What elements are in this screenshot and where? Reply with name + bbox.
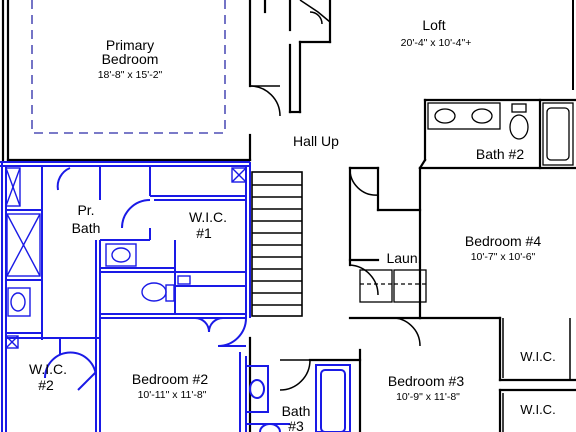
primary-bedroom-name-2: Bedroom [102, 51, 159, 67]
hall-up-name: Hall Up [293, 133, 339, 149]
wic1-name-2: #1 [196, 225, 212, 241]
pr-bath-name-2: Bath [72, 220, 101, 236]
loft-dims: 20'-4" x 10'-4"+ [401, 37, 472, 49]
wic2-name-2: #2 [38, 377, 54, 393]
bath3-name-1: Bath [282, 403, 311, 419]
bedroom2-dims: 10'-11" x 11'-8" [138, 389, 207, 401]
loft-name: Loft [422, 17, 445, 33]
primary-bedroom-name-1: Primary [106, 37, 154, 53]
wic2-name-1: W.I.C. [29, 361, 67, 377]
wic-right-upper-name: W.I.C. [520, 349, 555, 364]
room-labels: Primary Bedroom 18'-8" x 15'-2" Loft 20'… [29, 17, 556, 432]
laundry-appliances [359, 269, 427, 303]
pr-bath-name-1: Pr. [77, 202, 94, 218]
bath2-name: Bath #2 [476, 146, 524, 162]
bedroom3-name: Bedroom #3 [388, 373, 464, 389]
stairs [251, 171, 303, 317]
primary-bedroom-dims: 18'-8" x 15'-2" [98, 69, 163, 81]
highlight-walls [0, 161, 351, 432]
primary-bath-fixtures [5, 167, 247, 349]
bedroom4-dims: 10'-7" x 10'-6" [471, 251, 536, 263]
wic1-name-1: W.I.C. [189, 209, 227, 225]
bedroom4-name: Bedroom #4 [465, 233, 541, 249]
doors [249, 0, 421, 391]
bedroom2-name: Bedroom #2 [132, 371, 208, 387]
bath2-fixtures [427, 102, 574, 166]
bath3-name-2: #3 [288, 418, 304, 432]
tray-ceiling-outline [31, 0, 226, 134]
wic-right-walls [502, 318, 571, 432]
wic-right-lower-name: W.I.C. [520, 402, 555, 417]
laundry-name: Laun. [386, 250, 421, 266]
bedroom3-dims: 10'-9" x 11'-8" [396, 391, 460, 403]
